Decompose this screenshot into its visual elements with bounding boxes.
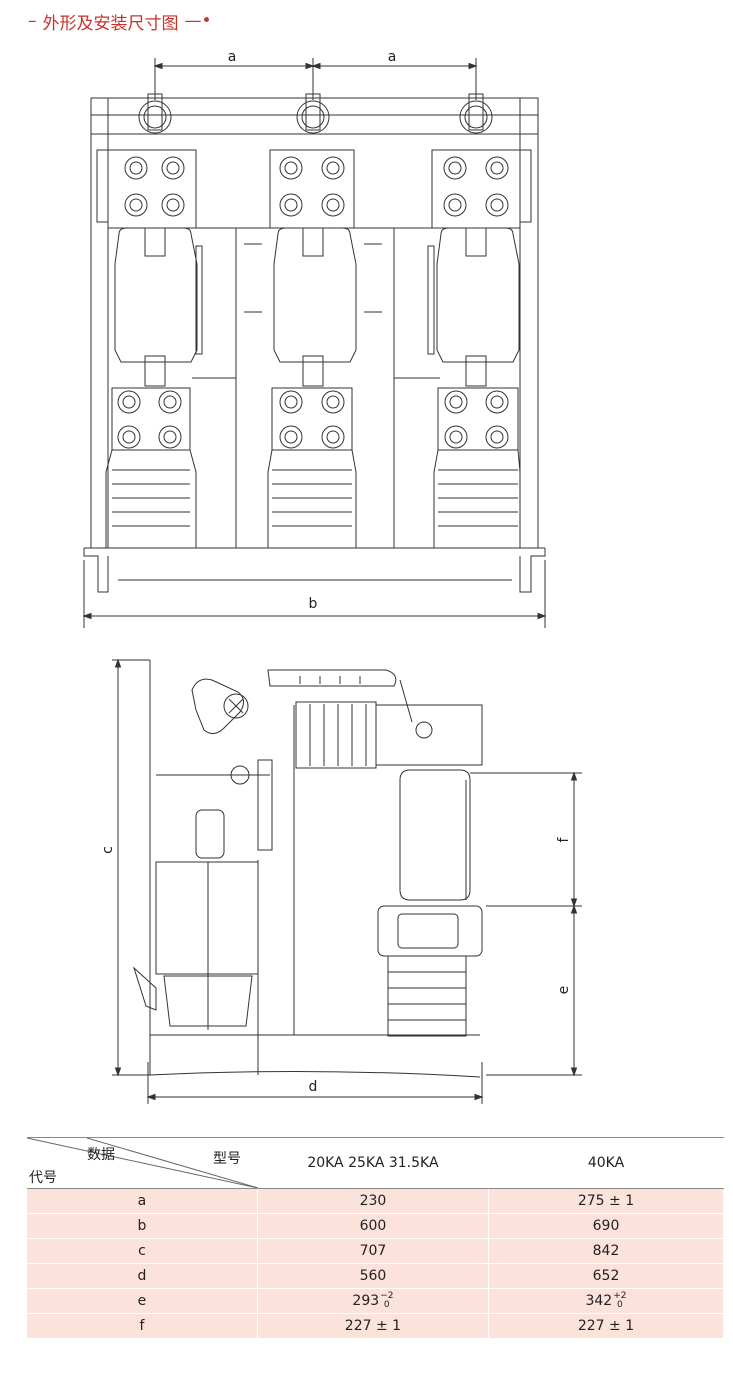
value-base: 342: [585, 1293, 613, 1309]
mechanism-box: [155, 861, 259, 975]
table-row: d 560 652: [27, 1263, 725, 1289]
row-value-1: 560: [257, 1263, 489, 1289]
header-model-label: 型号: [213, 1151, 241, 1167]
dim-label-e: e: [556, 986, 572, 995]
tolerance-lower: 0: [616, 1300, 623, 1310]
row-code: c: [27, 1238, 258, 1264]
header-col2: 40KA: [488, 1137, 724, 1189]
value-base: 293: [352, 1293, 380, 1309]
row-value-1: 600: [257, 1213, 489, 1239]
header-diagonal-lines: [27, 1138, 258, 1188]
dim-arrows-c: [114, 658, 122, 1077]
dim-label-f: f: [556, 836, 572, 842]
header-data-label: 数据: [87, 1147, 115, 1163]
dim-arrows-a: [153, 62, 478, 70]
vacuum-interrupter: [399, 769, 471, 901]
row-code: a: [27, 1188, 258, 1214]
handle: [132, 966, 157, 1011]
dim-arrows-b: [82, 612, 547, 620]
lower-insulator: [387, 955, 467, 1037]
dim-label-d: d: [309, 1079, 318, 1095]
dim-label-a1: a: [228, 49, 237, 65]
technical-drawing: a a b: [82, 49, 582, 1104]
header-corner-cell: 数据 型号 代号: [27, 1137, 258, 1189]
bracket: [257, 759, 273, 851]
row-value-1: 227 ± 1: [257, 1313, 489, 1339]
table-header-row: 数据 型号 代号 20KA 25KA 31.5KA 40KA: [27, 1137, 724, 1189]
table-row: a 230 275 ± 1: [27, 1188, 725, 1214]
frame-outline: [90, 97, 539, 549]
upper-terminal: [375, 704, 483, 766]
dim-label-a2: a: [388, 49, 397, 65]
tolerance-lower: 0: [383, 1300, 390, 1310]
tolerance-upper: −2: [380, 1291, 394, 1301]
dimension-table: 数据 型号 代号 20KA 25KA 31.5KA 40KA a 230 275…: [27, 1137, 725, 1339]
title-text: 外形及安装尺寸图: [42, 13, 179, 34]
row-value-2: 690: [488, 1213, 725, 1239]
pole-2: [267, 93, 357, 549]
tolerance-upper: +2: [613, 1291, 627, 1301]
table-row: c 707 842: [27, 1238, 725, 1264]
row-code: e: [27, 1288, 258, 1314]
mechanism-lower: [163, 975, 253, 1027]
pole-1: [96, 93, 203, 549]
side-view: c: [100, 658, 582, 1104]
contact-lever: [399, 679, 413, 723]
upper-insulator: [295, 701, 377, 769]
pole-3: [427, 93, 532, 549]
foot-right: [519, 548, 546, 593]
row-value-2: 227 ± 1: [488, 1313, 725, 1339]
row-value-2: 275 ± 1: [488, 1188, 725, 1214]
title-dash: –: [28, 11, 37, 31]
table-row: b 600 690: [27, 1213, 725, 1239]
side-base-bottom: [149, 1070, 481, 1078]
row-value-1: 707: [257, 1238, 489, 1264]
title-tail-mark: —•: [184, 11, 212, 31]
dim-arrows-d: [146, 1093, 484, 1101]
insulated-pull-rod: [267, 669, 397, 687]
dim-label-c: c: [100, 846, 116, 854]
foot-left: [83, 548, 109, 593]
shaft-pivot: [230, 765, 250, 785]
row-value-2: 842: [488, 1238, 725, 1264]
latch-linkage: [191, 678, 244, 734]
row-code: d: [27, 1263, 258, 1289]
linkage-pivot: [223, 693, 249, 719]
row-value-1: 230: [257, 1188, 489, 1214]
row-code: f: [27, 1313, 258, 1339]
page-title: – 外形及安装尺寸图 —•: [28, 8, 212, 34]
header-code-label: 代号: [29, 1170, 57, 1186]
front-view: a a b: [82, 49, 547, 628]
dim-label-b: b: [309, 596, 318, 612]
dim-arrows-ef: [570, 771, 578, 1077]
table-row: f 227 ± 1 227 ± 1: [27, 1313, 725, 1339]
coil: [195, 809, 225, 859]
row-code: b: [27, 1213, 258, 1239]
row-value-2: 652: [488, 1263, 725, 1289]
header-col1: 20KA 25KA 31.5KA: [257, 1137, 489, 1189]
